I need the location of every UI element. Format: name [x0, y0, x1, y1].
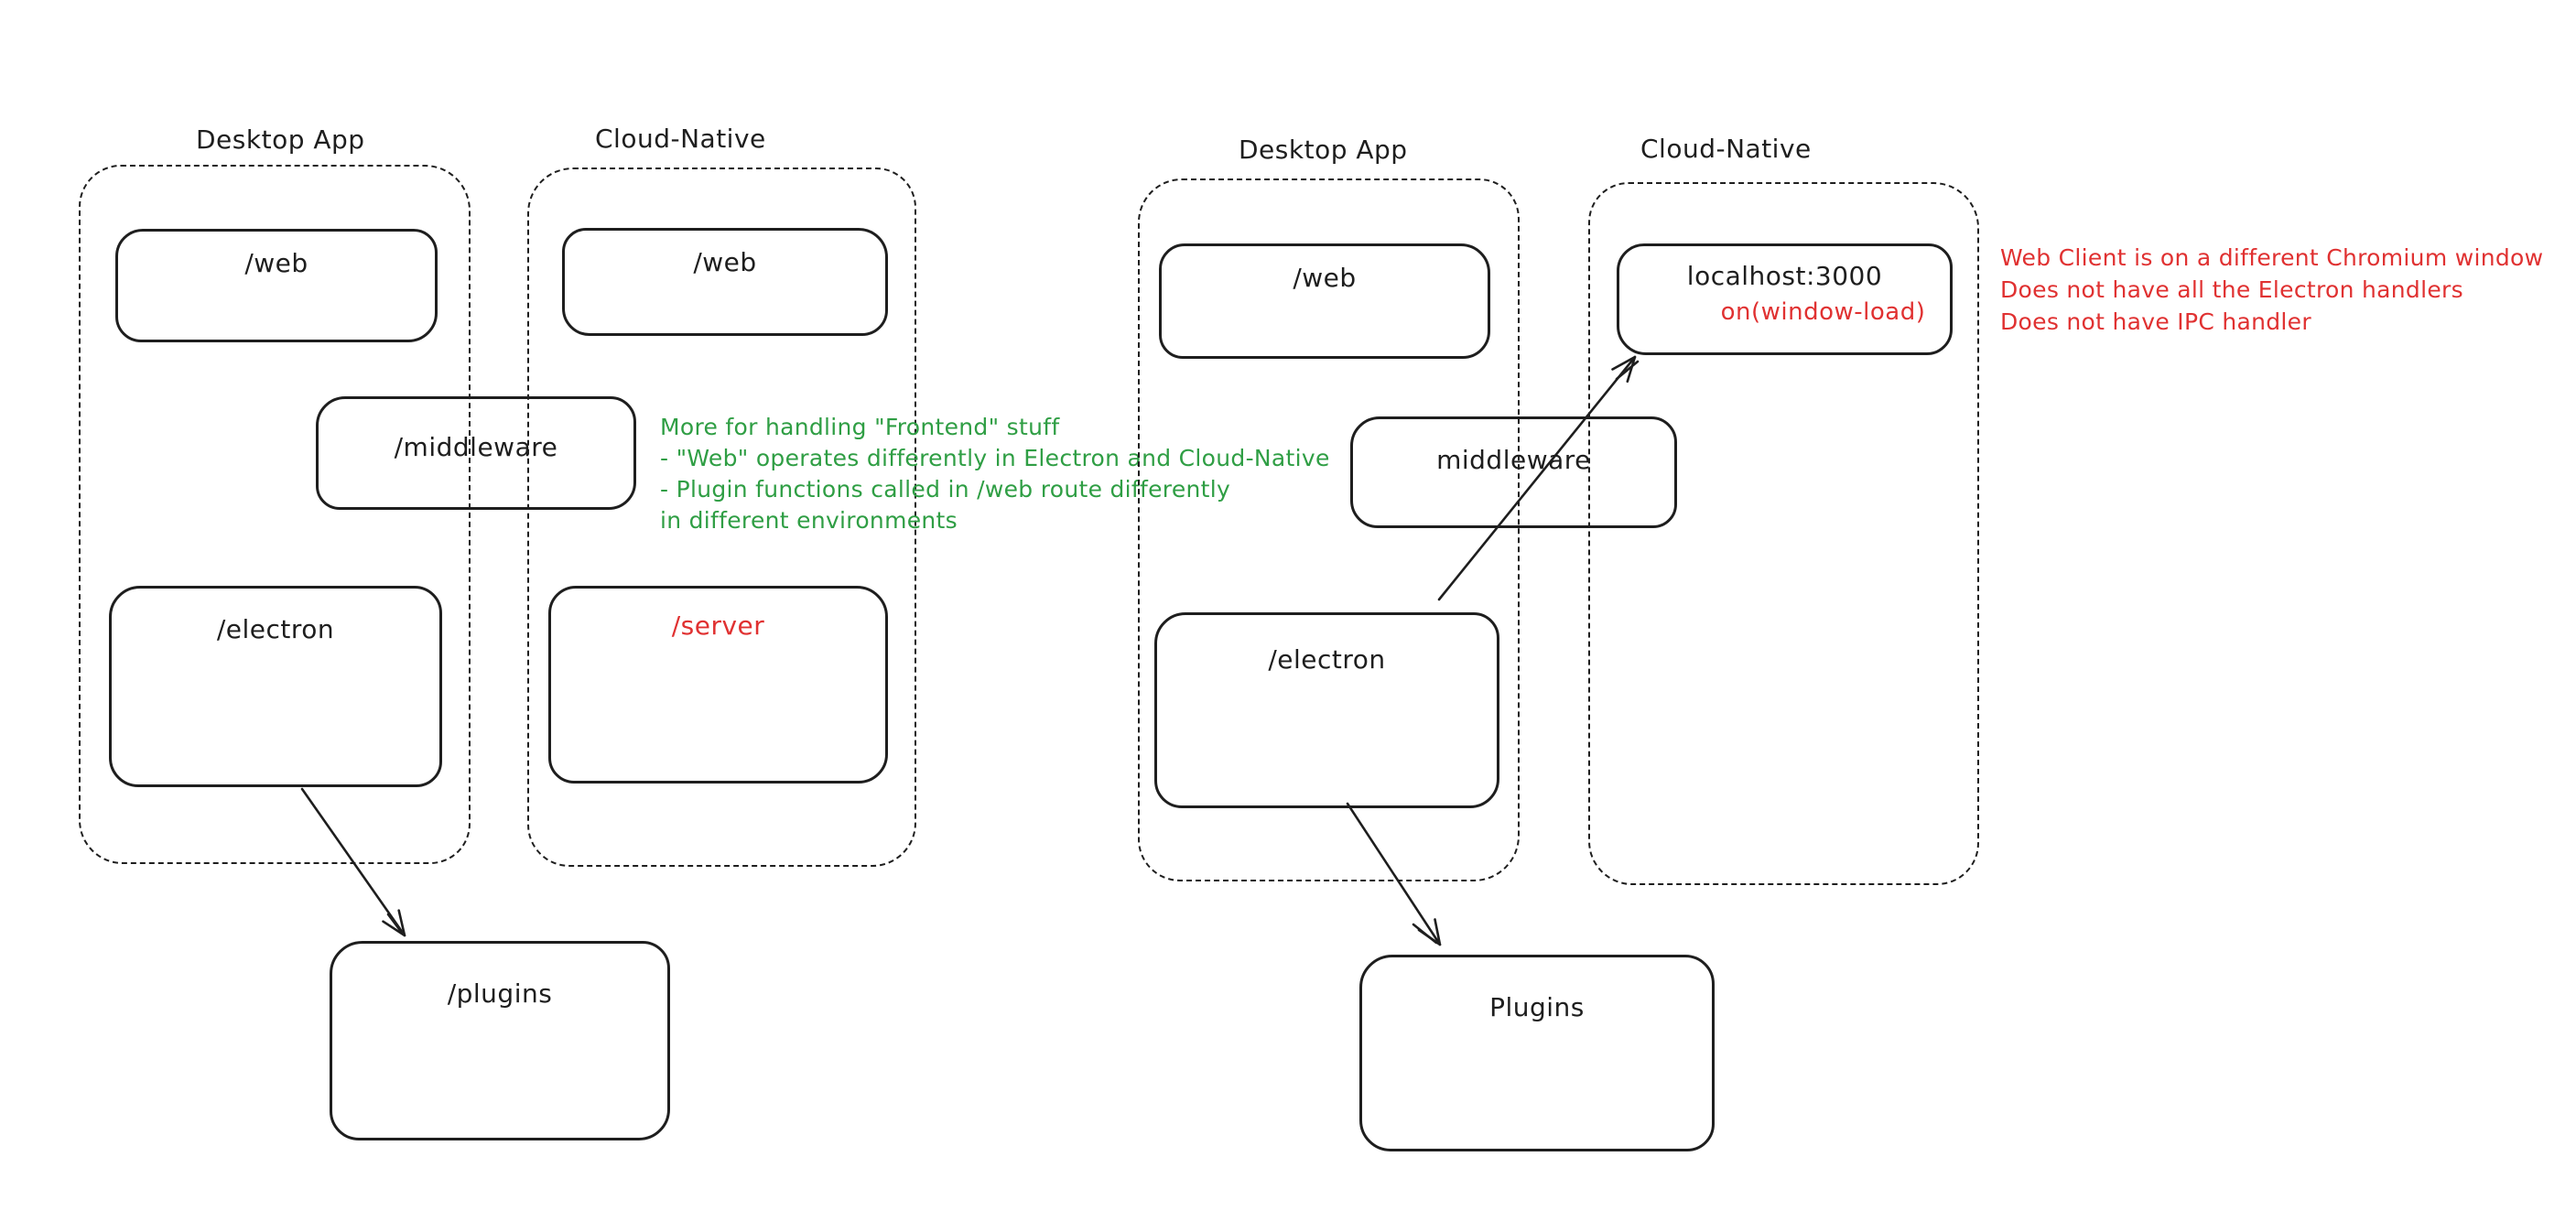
green-annotation-line: in different environments [660, 507, 958, 534]
left-cloud-native-container [527, 168, 916, 867]
localhost-label: localhost:3000 [1686, 261, 1883, 291]
left-desktop-app-container [79, 165, 471, 864]
left-web-cloud-box: /web [562, 228, 888, 336]
green-annotation-line: More for handling "Frontend" stuff [660, 414, 1060, 440]
red-annotation-line: Does not have all the Electron handlers [2000, 276, 2463, 303]
right-desktop-app-title: Desktop App [1239, 135, 1408, 165]
green-annotation: More for handling "Frontend" stuff - "We… [660, 412, 1330, 536]
right-middleware-label: middleware [1436, 445, 1591, 475]
arrowhead-sketch-stroke [1412, 923, 1438, 945]
right-middleware-box: middleware [1350, 416, 1677, 528]
left-middleware-label: /middleware [394, 432, 558, 462]
left-plugins-label: /plugins [447, 978, 553, 1009]
arrowhead-left-electron-to-plugins [382, 909, 406, 937]
right-cloud-native-title: Cloud-Native [1640, 134, 1812, 164]
green-annotation-line: - "Web" operates differently in Electron… [660, 445, 1330, 471]
arrowhead-right-electron-to-plugins [1417, 918, 1442, 946]
left-desktop-app-title: Desktop App [196, 124, 365, 155]
red-annotation: Web Client is on a different Chromium wi… [2000, 242, 2543, 338]
left-web-cloud-label: /web [693, 247, 757, 277]
left-electron-label: /electron [216, 614, 335, 644]
left-middleware-box: /middleware [316, 396, 636, 510]
right-localhost-box: localhost:3000 on(window-load) [1617, 243, 1953, 355]
right-electron-box: /electron [1154, 612, 1499, 808]
left-web-desktop-box: /web [115, 229, 438, 342]
left-server-label: /server [671, 611, 765, 641]
left-web-desktop-label: /web [244, 248, 308, 278]
arrowhead-sketch-stroke [386, 913, 404, 935]
right-plugins-box: Plugins [1359, 955, 1715, 1151]
left-plugins-box: /plugins [330, 941, 670, 1140]
red-annotation-line: Does not have IPC handler [2000, 308, 2311, 335]
left-cloud-native-title: Cloud-Native [595, 124, 766, 154]
window-load-label: on(window-load) [1720, 298, 1926, 326]
red-annotation-line: Web Client is on a different Chromium wi… [2000, 244, 2544, 271]
left-server-box: /server [548, 586, 888, 784]
left-electron-box: /electron [109, 586, 442, 787]
right-web-box: /web [1159, 243, 1490, 359]
green-annotation-line: - Plugin functions called in /web route … [660, 476, 1231, 503]
right-electron-label: /electron [1268, 644, 1386, 675]
right-web-label: /web [1293, 263, 1357, 293]
right-plugins-label: Plugins [1489, 992, 1585, 1022]
